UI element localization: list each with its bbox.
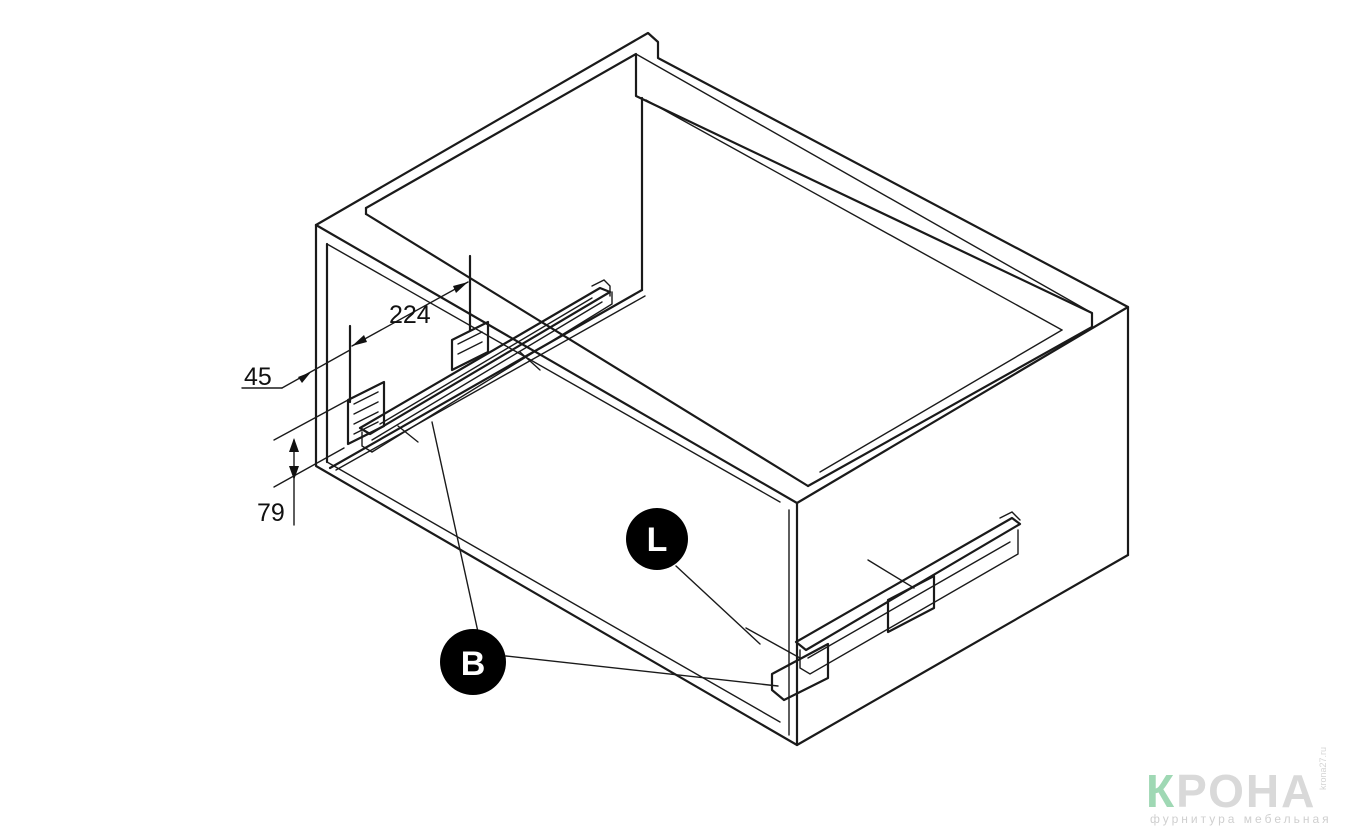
callout-l-label: L <box>647 521 668 559</box>
dimension-45: 45 <box>244 363 272 391</box>
callout-l: L <box>626 508 688 570</box>
left-front-bracket <box>346 380 386 446</box>
right-front-bracket <box>770 642 830 702</box>
left-rear-bracket <box>450 320 490 372</box>
right-runner <box>745 511 1022 702</box>
left-runner <box>346 254 613 453</box>
brand-logo: КРОНА <box>1146 768 1316 814</box>
dimension-224: 224 <box>389 301 431 329</box>
brand-tagline: фурнитура мебельная <box>1150 812 1332 826</box>
callout-b-label: B <box>461 645 486 683</box>
callout-leaders <box>431 421 779 687</box>
brand-site: krona27.ru <box>1318 746 1328 790</box>
cabinet-box <box>314 31 1130 747</box>
right-mid-bracket <box>886 574 936 634</box>
dimension-lines <box>241 281 469 526</box>
brand-logo-accent: К <box>1146 765 1177 817</box>
dimension-79: 79 <box>257 499 285 527</box>
callout-b: B <box>440 629 506 695</box>
brand-logo-rest: РОНА <box>1176 765 1317 817</box>
